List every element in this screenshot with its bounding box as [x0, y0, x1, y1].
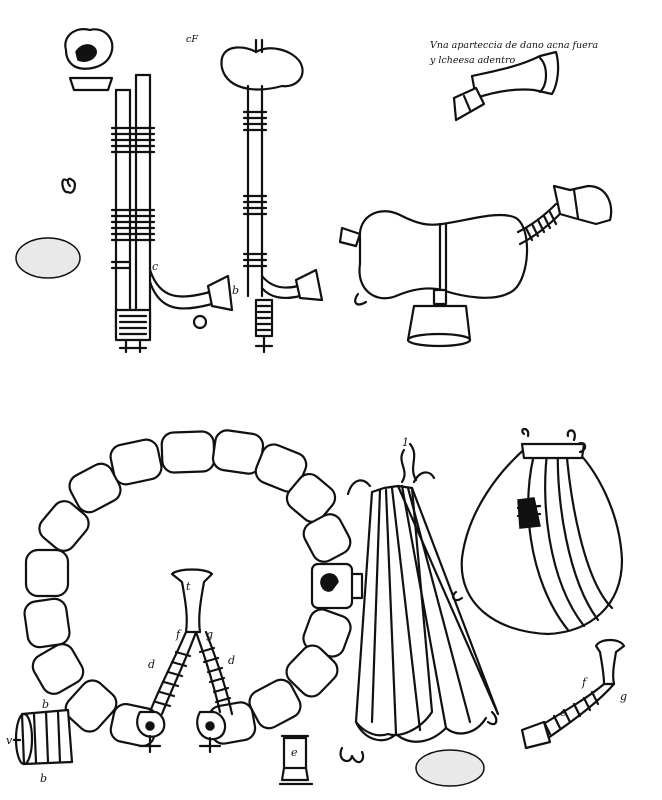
fan-shaped-instrument: 1 [339, 436, 500, 764]
label-horn-e: e [560, 706, 567, 719]
label-horn-g: g [620, 690, 627, 703]
small-horn: f g e [520, 638, 627, 750]
small-drum: v b b [6, 698, 74, 785]
label-ring-top: t [186, 580, 191, 593]
double-pipe-chanter: c b cF [64, 28, 239, 354]
caption-line-2: y lcheesa adentro [429, 55, 516, 66]
small-oval-seal-bottom [415, 749, 485, 787]
pear-shaped-bag [452, 427, 624, 636]
bag-drone-pedestal [338, 184, 613, 348]
caption-line-1: Vna aparteccia de dano acna fuera [430, 40, 598, 51]
small-loop-mark [61, 177, 77, 194]
label-b: b [232, 284, 239, 297]
label-ring-f: f [175, 628, 182, 641]
single-pipe-chanter [220, 38, 324, 354]
label-ring-d-left: d [148, 658, 155, 671]
small-reed-part: e [278, 734, 314, 786]
label-drum-top: b [42, 698, 49, 711]
label-drum-v: v [6, 734, 13, 747]
label-small-e: e [291, 746, 298, 759]
label-ring-g: g [206, 628, 213, 641]
label-horn-f: f [581, 676, 588, 689]
label-drum-bottom: b [40, 772, 47, 785]
label-c: c [152, 260, 158, 273]
label-ring-d-right: d [228, 654, 235, 667]
label-fan-top: 1 [402, 436, 409, 449]
small-oval-seal-top [15, 237, 81, 279]
top-note-mark: cF [186, 34, 198, 45]
caption-horn-group: Vna aparteccia de dano acna fuera y lche… [429, 40, 598, 122]
segmented-ring-bagpipe: t f g d d [23, 429, 364, 754]
